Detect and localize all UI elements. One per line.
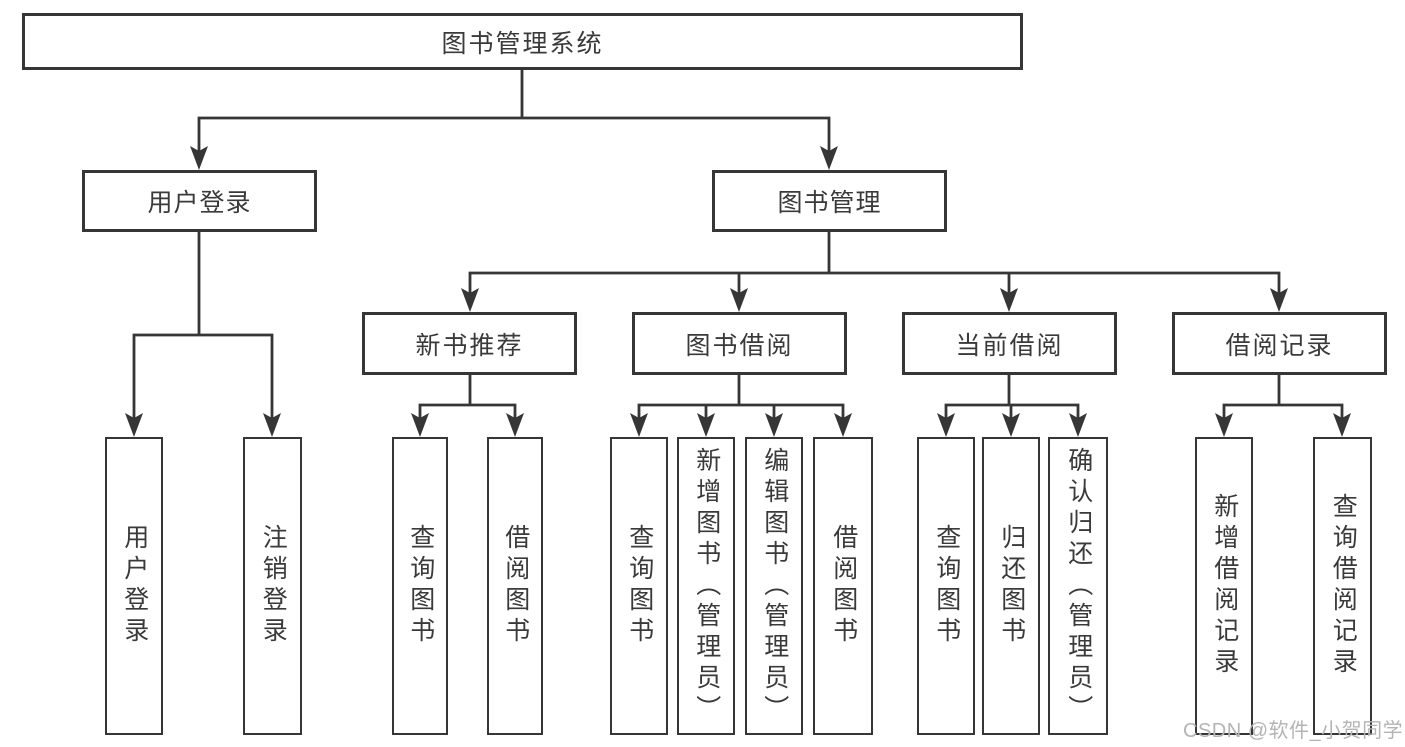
arrow-down-icon: [411, 413, 429, 437]
leaf-edit-books-admin: 编辑图书（管理员）: [745, 437, 803, 735]
arrow-down-icon: [765, 413, 783, 437]
node-current-borrowing: 当前借阅: [902, 312, 1117, 375]
node-user-login: 用户登录: [82, 170, 317, 232]
arrow-down-icon: [1270, 288, 1288, 312]
leaf-query-borrow-record: 查询借阅记录: [1313, 437, 1372, 735]
leaf-borrow-books-borrowing: 借阅图书: [813, 437, 873, 735]
leaf-query-books-recommend: 查询图书: [392, 437, 448, 735]
leaf-borrow-books-recommend: 借阅图书: [487, 437, 543, 735]
leaf-add-borrow-record: 新增借阅记录: [1195, 437, 1253, 735]
arrow-down-icon: [697, 413, 715, 437]
arrow-down-icon: [1333, 413, 1351, 437]
arrow-down-icon: [1069, 413, 1087, 437]
arrow-down-icon: [190, 146, 208, 170]
arrow-down-icon: [630, 413, 648, 437]
arrow-down-icon: [1002, 413, 1020, 437]
leaf-user-login: 用户登录: [105, 437, 163, 735]
node-new-book-recommendation: 新书推荐: [362, 312, 577, 375]
node-book-management: 图书管理: [712, 170, 947, 232]
node-library-management-system: 图书管理系统: [22, 13, 1023, 70]
leaf-query-books-borrowing: 查询图书: [610, 437, 668, 735]
arrow-down-icon: [125, 413, 143, 437]
arrow-down-icon: [937, 413, 955, 437]
arrow-down-icon: [506, 413, 524, 437]
watermark-csdn: CSDN @软件_小贺同学: [1183, 720, 1404, 742]
node-book-borrowing: 图书借阅: [632, 312, 847, 375]
arrow-down-icon: [1000, 288, 1018, 312]
leaf-query-books-current: 查询图书: [917, 437, 975, 735]
connector-path: [132, 68, 1344, 421]
arrow-down-icon: [263, 413, 281, 437]
arrow-down-icon: [461, 288, 479, 312]
arrow-down-icon: [1215, 413, 1233, 437]
leaf-confirm-return-admin: 确认归还（管理员）: [1048, 437, 1108, 735]
arrow-down-icon: [730, 288, 748, 312]
arrowheads: [125, 146, 1351, 437]
arrow-down-icon: [820, 146, 838, 170]
node-borrowing-records: 借阅记录: [1172, 312, 1387, 375]
leaf-return-books: 归还图书: [982, 437, 1040, 735]
arrow-down-icon: [834, 413, 852, 437]
leaf-logout: 注销登录: [243, 437, 302, 735]
leaf-add-books-admin: 新增图书（管理员）: [677, 437, 735, 735]
